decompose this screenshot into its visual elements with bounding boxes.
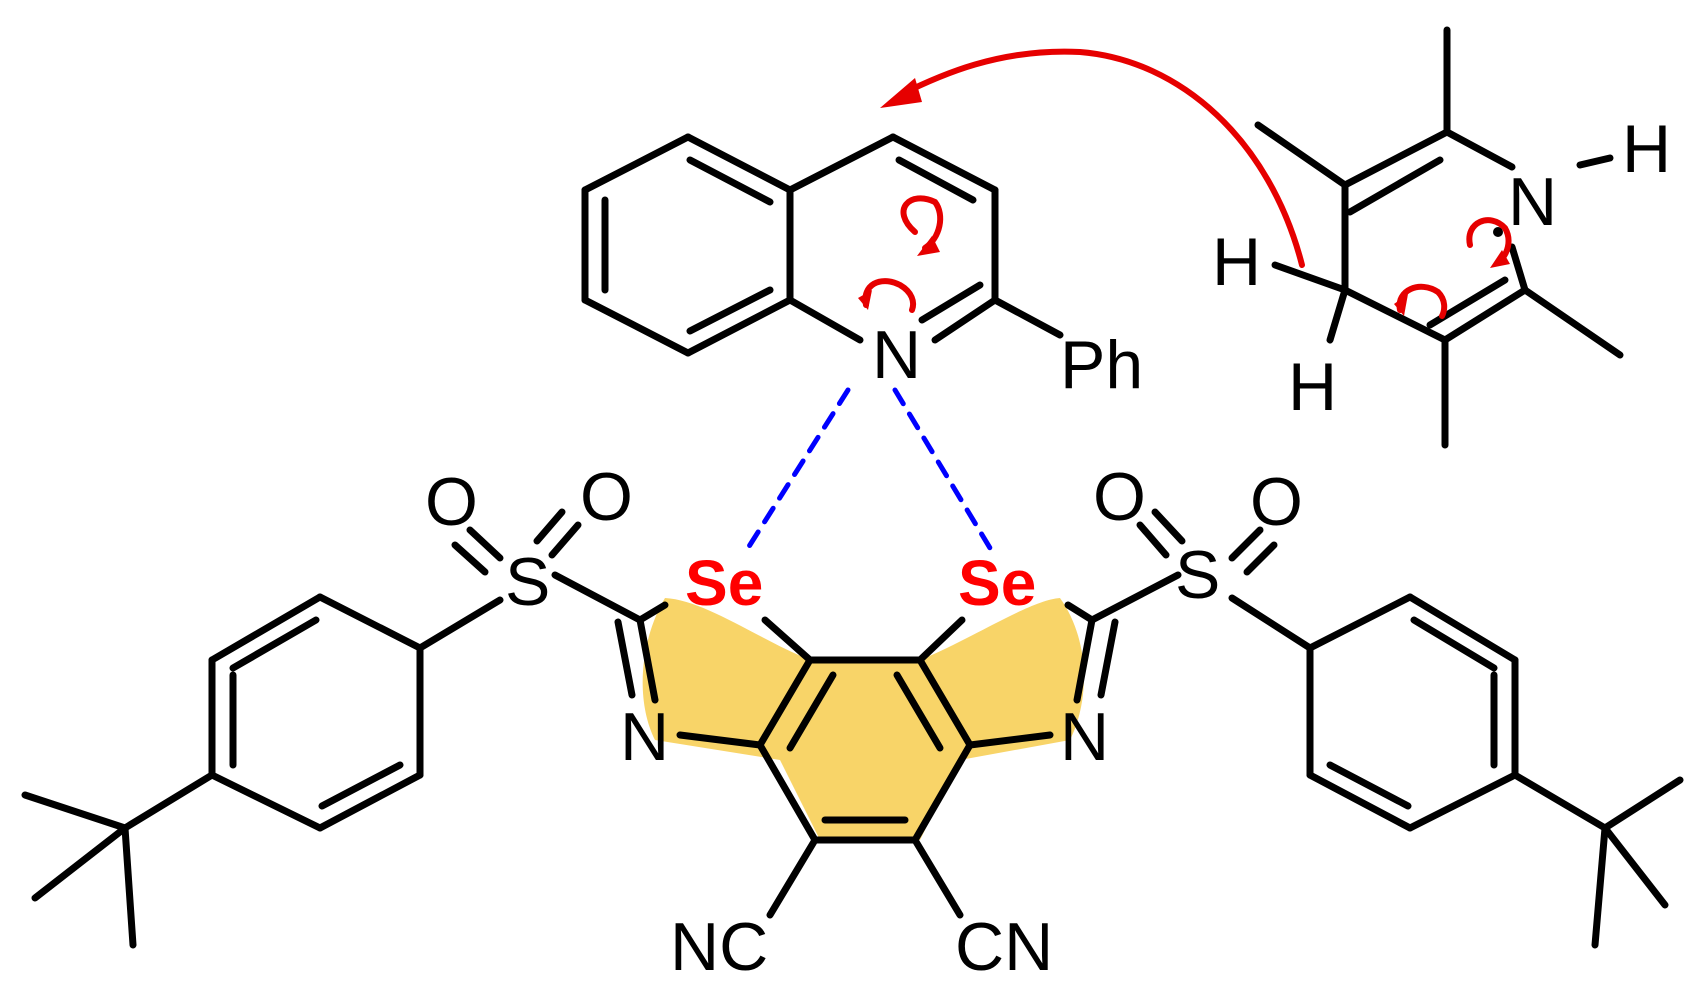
nitrile-left: NC bbox=[670, 909, 768, 985]
quinoline-bonds bbox=[581, 133, 1064, 357]
dihydropyridine: N H H H bbox=[1212, 26, 1671, 449]
oxygen-right-1: O bbox=[1093, 459, 1146, 535]
left-sulfonyl-aryl: S O O bbox=[21, 459, 633, 949]
selenium-right: Se bbox=[958, 547, 1036, 619]
phenyl-label: Ph bbox=[1060, 327, 1143, 403]
quinoline-electron-arrows bbox=[858, 195, 944, 313]
ch2-hydrogen-upper: H bbox=[1212, 224, 1261, 300]
nitrile-right: CN bbox=[955, 909, 1053, 985]
core-bonds bbox=[551, 571, 1182, 919]
nh-hydrogen: H bbox=[1622, 111, 1671, 187]
quinoline-nitrogen: N bbox=[872, 317, 921, 393]
sulfur-right: S bbox=[1175, 537, 1220, 613]
right-sulfonyl-aryl: S O O bbox=[1093, 459, 1684, 949]
chalcogen-bonds bbox=[745, 387, 993, 551]
ring-nitrogen-left: N bbox=[620, 699, 669, 775]
oxygen-left-2: O bbox=[580, 459, 633, 535]
core-highlight bbox=[642, 598, 1084, 840]
radical-dot bbox=[1493, 227, 1503, 237]
selenium-left: Se bbox=[685, 547, 763, 619]
dihydropyridine-electron-arrows bbox=[1394, 217, 1512, 319]
sulfur-left: S bbox=[505, 544, 550, 620]
dihydropyridine-bonds bbox=[1254, 26, 1624, 449]
quinoline: N Ph bbox=[581, 133, 1143, 403]
ch2-hydrogen-lower: H bbox=[1288, 349, 1337, 425]
hydride-transfer-arrow bbox=[880, 48, 1305, 268]
dihydropyridine-nitrogen: N bbox=[1508, 164, 1557, 240]
ring-nitrogen-right: N bbox=[1060, 699, 1109, 775]
